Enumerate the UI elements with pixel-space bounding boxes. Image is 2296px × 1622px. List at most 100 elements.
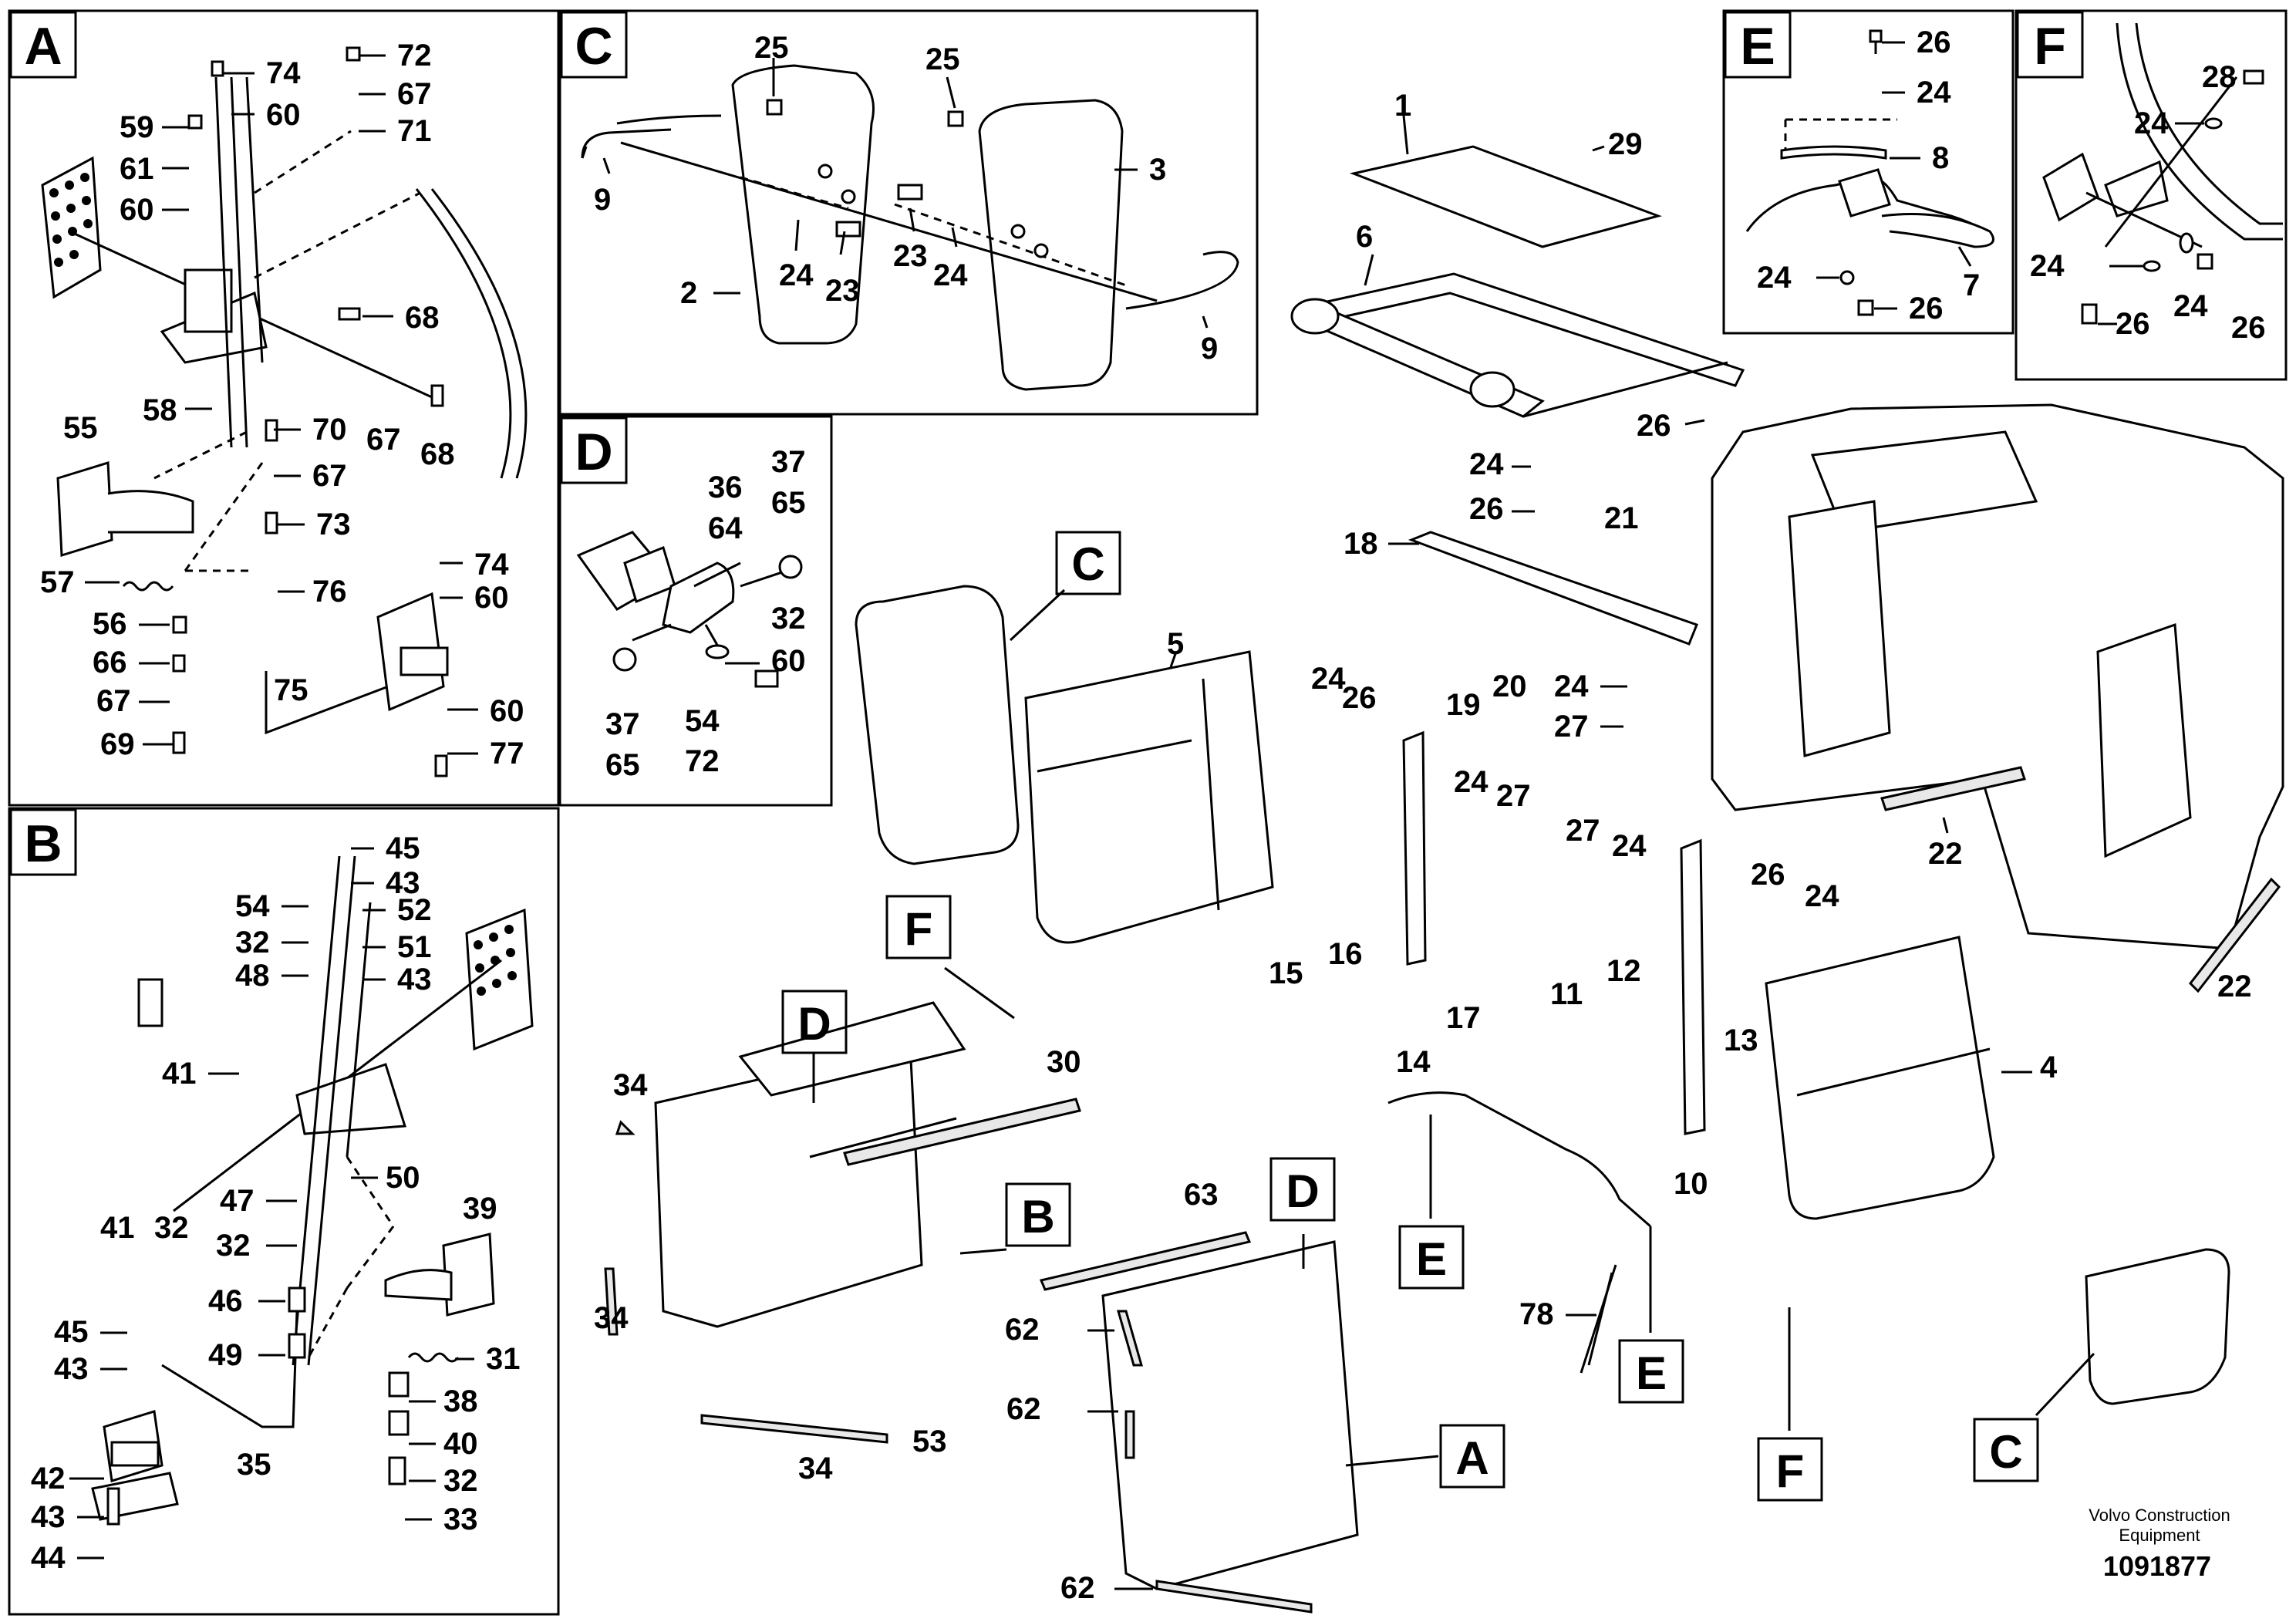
label-a-60c: 60 [474,581,509,615]
label-b-32d: 32 [443,1464,478,1498]
label-c-25b: 25 [925,42,960,76]
label-main-24e: 24 [1612,829,1647,863]
label-e-26b: 26 [1909,292,1944,325]
label-b-51: 51 [397,930,432,964]
label-e-26: 26 [1917,25,1951,59]
callout-f-right[interactable]: F [1757,1307,1823,1502]
label-main-24d: 24 [1454,765,1489,799]
label-b-43: 43 [386,866,420,900]
label-f-26: 26 [2116,307,2150,341]
panel-d-drawing [576,531,803,688]
label-a-67: 67 [397,77,432,111]
label-a-61: 61 [120,152,154,186]
label-f-24b: 24 [2030,249,2065,283]
label-d-65b: 65 [605,748,640,782]
label-a-68: 68 [405,301,440,335]
callout-e-left[interactable]: E [1398,1114,1465,1290]
label-d-37: 37 [771,445,806,479]
label-main-78: 78 [1519,1297,1554,1331]
label-main-27: 27 [1554,710,1589,744]
panel-letter-c: C [560,11,628,79]
svg-text:C: C [575,17,612,76]
label-c-9: 9 [594,183,611,217]
svg-text:A: A [24,17,62,76]
label-a-67b: 67 [312,459,347,493]
main-drawing [604,145,2284,1614]
svg-text:F: F [1776,1445,1805,1497]
label-main-24c: 24 [1554,669,1589,703]
label-d-64: 64 [708,511,743,545]
label-a-58: 58 [143,393,177,427]
panel-f-drawing [2042,22,2283,325]
label-b-43d: 43 [31,1500,66,1534]
panel-letter-a: A [9,11,77,79]
svg-text:D: D [1286,1165,1319,1217]
footer-company-line2: Equipment [2119,1526,2200,1545]
label-c-25: 25 [754,31,789,65]
callout-c-right[interactable]: C [1973,1352,2095,1482]
label-e-24: 24 [1917,76,1951,110]
label-main-22b: 22 [2217,969,2252,1003]
label-main-15: 15 [1269,956,1303,990]
label-main-17: 17 [1446,1001,1481,1035]
label-c-9b: 9 [1201,332,1218,366]
label-b-54: 54 [235,889,270,923]
label-d-65: 65 [771,486,806,520]
svg-text:C: C [1071,538,1104,590]
callout-b[interactable]: B [959,1182,1071,1255]
label-main-24f: 24 [1805,879,1839,913]
label-f-24c: 24 [2173,289,2208,323]
label-a-55: 55 [63,411,98,445]
svg-text:D: D [797,998,831,1050]
label-b-43c: 43 [54,1352,89,1386]
label-b-42: 42 [31,1462,66,1496]
panel-letter-f: F [2016,11,2084,79]
label-c-23: 23 [825,274,860,308]
label-a-75: 75 [274,673,308,707]
label-a-67c: 67 [366,423,401,457]
label-b-32: 32 [235,926,270,959]
label-d-36: 36 [708,470,743,504]
label-d-72: 72 [685,744,720,778]
callout-a[interactable]: A [1345,1424,1505,1489]
label-b-38: 38 [443,1384,478,1418]
label-b-41b: 41 [100,1211,135,1245]
callout-d-right[interactable]: D [1269,1157,1336,1269]
label-main-4: 4 [2040,1050,2058,1084]
label-a-72: 72 [397,39,432,73]
label-main-62b: 62 [1006,1392,1041,1426]
label-b-50: 50 [386,1161,420,1195]
label-b-47: 47 [220,1184,255,1218]
panel-a-frame [8,9,560,807]
label-main-63: 63 [1184,1178,1219,1212]
label-a-60: 60 [266,98,301,132]
label-main-22: 22 [1928,837,1963,871]
label-b-31: 31 [486,1342,521,1376]
svg-text:E: E [1636,1347,1667,1399]
label-main-10: 10 [1674,1167,1708,1201]
callout-e-right[interactable]: E [1618,1226,1684,1404]
callout-f-left[interactable]: F [885,895,1015,1020]
svg-text:E: E [1740,17,1775,76]
label-e-24b: 24 [1757,261,1792,295]
svg-text:F: F [905,903,933,955]
label-b-44: 44 [31,1541,66,1575]
label-c-24b: 24 [933,258,968,292]
panel-e-drawing [1745,29,1994,316]
label-b-40: 40 [443,1427,478,1461]
label-a-60b: 60 [120,193,154,227]
label-main-27c: 27 [1566,814,1600,848]
svg-text:F: F [2034,17,2066,76]
callout-d-left[interactable]: D [781,990,848,1103]
panel-f-labels: 28 24 24 24 26 26 [2030,60,2266,345]
label-main-34b: 34 [594,1301,629,1335]
callout-c-left[interactable]: C [1009,531,1121,642]
panel-letter-d: D [560,416,628,484]
label-main-30: 30 [1047,1045,1081,1079]
label-b-48: 48 [235,959,270,993]
svg-text:C: C [1989,1426,2022,1478]
label-main-24b: 24 [1311,662,1346,696]
label-main-26d: 26 [1751,858,1785,892]
label-main-53: 53 [912,1425,947,1458]
label-main-26b: 26 [1469,492,1504,526]
